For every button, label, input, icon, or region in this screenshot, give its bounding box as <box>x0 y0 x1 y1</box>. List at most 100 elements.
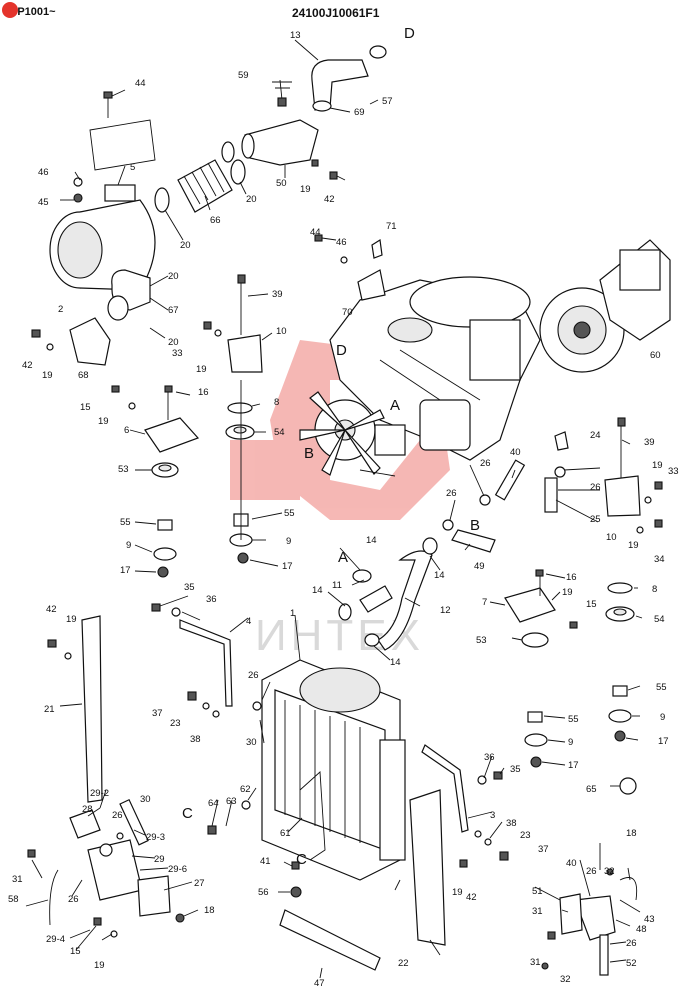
label-49: 49 <box>474 561 485 572</box>
label-46-b: 46 <box>336 237 347 248</box>
mount-54-left <box>225 424 255 440</box>
label-23: 23 <box>170 718 181 729</box>
label-19-left: 19 <box>98 416 109 427</box>
bolt-42-a <box>31 329 41 338</box>
label-32-b: 32 <box>560 974 571 985</box>
label-19-mid: 19 <box>196 364 207 375</box>
label-15-right: 15 <box>586 599 597 610</box>
mount-bracket-6 <box>144 417 200 453</box>
label-53-left: 53 <box>118 464 129 475</box>
label-9-right: 9 <box>660 712 665 723</box>
label-29-4: 29-4 <box>46 934 65 945</box>
label-26-drain-b: 26 <box>626 938 637 949</box>
label-30-rad: 30 <box>246 737 257 748</box>
label-13: 13 <box>290 30 301 41</box>
label-5: 5 <box>130 162 135 173</box>
mount-9-right <box>608 709 632 723</box>
bolt-34 <box>654 519 663 528</box>
label-47: 47 <box>314 978 325 989</box>
washer-38-right <box>474 830 482 838</box>
nut-46-a <box>73 177 83 187</box>
bolt-32-b <box>541 962 549 970</box>
label-17-left-a: 17 <box>120 565 131 576</box>
label-11: 11 <box>332 580 342 591</box>
label-19-right-c: 19 <box>562 587 573 598</box>
label-19-right-top: 19 <box>652 460 663 471</box>
pipe-61 <box>299 771 326 861</box>
nut-17-left-b <box>237 552 249 564</box>
label-38-right: 38 <box>506 818 517 829</box>
bolt-31-left <box>27 849 36 858</box>
label-42-a: 42 <box>22 360 33 371</box>
reserve-tank-29 <box>87 839 143 901</box>
label-42-top: 42 <box>324 194 335 205</box>
label-57: 57 <box>382 96 393 107</box>
nut-56 <box>290 886 302 898</box>
label-54-left: 54 <box>274 427 285 438</box>
label-52: 52 <box>626 958 637 969</box>
label-34: 34 <box>654 554 665 565</box>
callout-B-fan: B <box>304 445 314 462</box>
label-29: 29 <box>154 854 165 865</box>
label-29-6: 29-6 <box>168 864 187 875</box>
label-10-right: 10 <box>606 532 617 543</box>
pipe-25 <box>544 477 558 513</box>
label-25: 25 <box>590 514 601 525</box>
label-38: 38 <box>190 734 201 745</box>
mount-55-left-a <box>157 519 173 531</box>
label-31-left: 31 <box>12 874 23 885</box>
label-19-right-d: 19 <box>452 887 463 898</box>
washer-46-b <box>340 256 348 264</box>
bolt-36-left <box>171 607 181 617</box>
label-12: 12 <box>440 605 451 616</box>
washer-8-right <box>607 582 633 594</box>
cover-22 <box>409 789 446 946</box>
label-46-a: 46 <box>38 167 49 178</box>
fan-and-pulley <box>299 391 406 476</box>
clamp-14-c <box>338 603 352 621</box>
bracket-51 <box>559 893 583 935</box>
label-66: 66 <box>210 215 221 226</box>
label-71: 71 <box>386 221 397 232</box>
label-8-left: 8 <box>274 397 279 408</box>
label-62: 62 <box>240 784 251 795</box>
label-61: 61 <box>280 828 291 839</box>
label-63: 63 <box>226 796 237 807</box>
label-26-drain: 26 <box>586 866 597 877</box>
callout-A-mid: A <box>390 397 400 414</box>
label-55-left-a: 55 <box>120 517 131 528</box>
mount-54-right <box>605 606 635 622</box>
radiator-1 <box>261 659 406 881</box>
washer-26-c <box>554 466 566 478</box>
pipe-11 <box>359 585 393 613</box>
bolt-42-top <box>329 171 346 181</box>
callout-D-mid: D <box>336 342 347 359</box>
washer-23-right <box>484 838 492 846</box>
callout-B-right: B <box>470 517 480 534</box>
washer-23 <box>202 702 210 710</box>
label-17-left-b: 17 <box>282 561 293 572</box>
label-14-a: 14 <box>366 535 377 546</box>
label-7: 7 <box>482 597 487 608</box>
label-30: 30 <box>140 794 151 805</box>
bolt-32-a <box>606 868 614 876</box>
nut-17-right <box>614 730 626 742</box>
mount-53-left <box>151 462 179 478</box>
bolt-36-right <box>477 775 487 785</box>
label-31-right: 31 <box>532 906 543 917</box>
pipe-30 <box>119 798 149 846</box>
label-26-c: 26 <box>590 482 601 493</box>
mount-55-right <box>612 685 628 697</box>
part-number-text: 24100J10061F1 <box>292 6 380 20</box>
washer-19-right <box>644 496 652 504</box>
bracket-10-right <box>604 475 641 517</box>
label-29-2: 29-2 <box>90 788 109 799</box>
label-15-left: 15 <box>80 402 91 413</box>
cap-65 <box>619 777 637 795</box>
washer-19-left <box>128 402 136 410</box>
label-16-left: 16 <box>198 387 209 398</box>
mount-53-right <box>521 632 549 648</box>
label-9-left-a: 9 <box>126 540 131 551</box>
part-labels: 13 57 69 59 44 5 46 45 20 66 20 50 19 42… <box>8 25 679 989</box>
label-39-left: 39 <box>272 289 283 300</box>
